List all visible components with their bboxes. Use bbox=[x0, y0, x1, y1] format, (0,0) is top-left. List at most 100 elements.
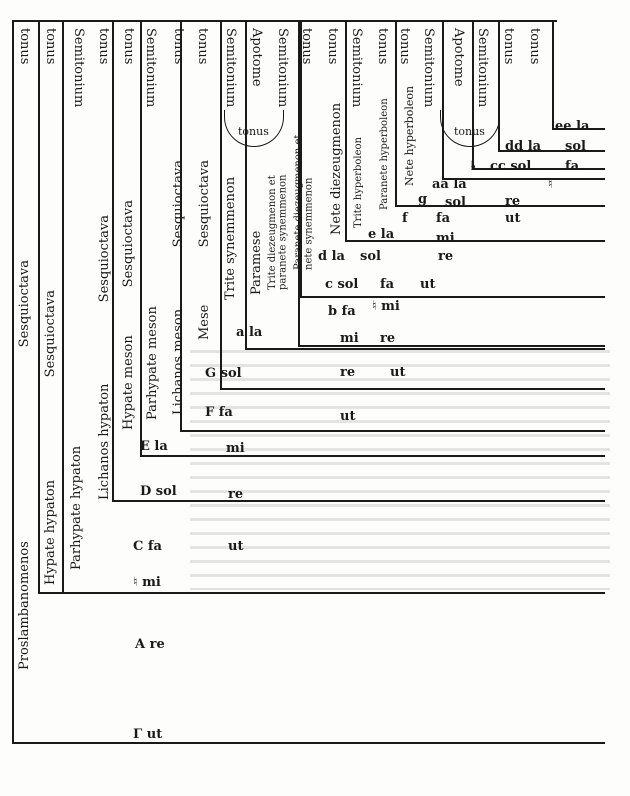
rule-line bbox=[12, 742, 605, 744]
interval-label: Semitonium bbox=[275, 28, 290, 108]
note-syllable: D sol bbox=[140, 484, 177, 499]
note-syllable: ♮ mi bbox=[133, 575, 161, 590]
rule-line bbox=[12, 20, 557, 22]
interval-label: tonus bbox=[397, 28, 412, 65]
rule-line bbox=[552, 20, 554, 128]
rule-line bbox=[552, 128, 605, 130]
note-syllable: e la bbox=[368, 227, 395, 242]
note-syllable: g bbox=[418, 192, 428, 207]
note-syllable: sol bbox=[565, 139, 586, 154]
note-syllable: sol bbox=[360, 249, 381, 264]
note-syllable: mi bbox=[340, 331, 359, 346]
interval-label: tonus bbox=[171, 28, 186, 65]
ratio-label: Sesquioctava bbox=[171, 160, 186, 248]
rule-line bbox=[472, 20, 474, 168]
string-name: Parhypate hypaton bbox=[69, 445, 84, 570]
note-syllable: A re bbox=[135, 637, 165, 652]
interval-label: Semitonium bbox=[475, 28, 490, 108]
rule-line bbox=[498, 20, 500, 150]
interval-label: tonus bbox=[43, 28, 58, 65]
note-syllable: a la bbox=[236, 325, 263, 340]
interval-label: Semitonium bbox=[223, 28, 238, 108]
interval-label: tonus bbox=[17, 28, 32, 65]
interval-label: Semitonium bbox=[143, 28, 158, 108]
rule-line bbox=[472, 168, 605, 170]
interval-label: tonus bbox=[501, 28, 516, 65]
rule-line bbox=[298, 20, 300, 345]
string-name: Trite diezeugmenon et paranete synemmeno… bbox=[267, 174, 289, 290]
rule-line bbox=[300, 296, 605, 298]
rule-line bbox=[442, 178, 605, 180]
note-syllable: re bbox=[438, 249, 454, 264]
note-syllable: d la bbox=[318, 249, 345, 264]
interval-label: Apotome bbox=[451, 28, 466, 87]
string-name: Proslambanomenos bbox=[17, 541, 32, 670]
rule-line bbox=[395, 20, 397, 205]
rule-line bbox=[140, 455, 605, 457]
note-syllable: C fa bbox=[133, 539, 162, 554]
note-syllable: dd la bbox=[505, 139, 542, 154]
string-name: Hypate hypaton bbox=[43, 479, 58, 585]
rule-line bbox=[442, 20, 444, 178]
ratio-label: Sesquioctava bbox=[197, 160, 212, 248]
string-name: Paramese bbox=[249, 230, 264, 295]
rule-line bbox=[300, 20, 302, 296]
rule-line bbox=[62, 20, 64, 592]
note-syllable: sol bbox=[445, 195, 466, 210]
interval-label: tonus bbox=[121, 28, 136, 65]
note-syllable: E la bbox=[140, 439, 168, 454]
rule-line bbox=[180, 20, 182, 430]
note-syllable: fa bbox=[436, 211, 451, 226]
string-name: Nete hyperboleon bbox=[403, 85, 416, 186]
note-syllable: ut bbox=[505, 211, 521, 226]
interval-label: Semitonium bbox=[421, 28, 436, 108]
string-name: Mese bbox=[197, 304, 212, 340]
note-syllable: ut bbox=[420, 277, 436, 292]
string-name: Hypate meson bbox=[121, 335, 136, 430]
interval-label: Apotome bbox=[249, 28, 264, 87]
rule-line bbox=[180, 430, 605, 432]
note-syllable: F fa bbox=[205, 405, 233, 420]
note-syllable: b fa bbox=[328, 304, 356, 319]
interval-label: Semitonium bbox=[71, 28, 86, 108]
note-syllable: ut bbox=[390, 365, 406, 380]
note-syllable: fa bbox=[565, 159, 580, 174]
note-syllable: re bbox=[505, 194, 521, 209]
rule-line bbox=[498, 150, 605, 152]
interval-label: tonus bbox=[96, 28, 111, 65]
interval-label: tonus bbox=[195, 28, 210, 65]
note-syllable: ♮ mi bbox=[372, 299, 400, 314]
note-syllable: cc sol bbox=[490, 159, 532, 174]
rule-line bbox=[112, 20, 114, 500]
note-syllable: c sol bbox=[325, 277, 359, 292]
arc-label: tonus bbox=[454, 125, 485, 138]
ratio-label: Sesquioctava bbox=[97, 215, 112, 303]
interval-label: Semitonium bbox=[349, 28, 364, 108]
note-syllable: ut bbox=[340, 409, 356, 424]
ratio-label: Sesquioctava bbox=[43, 290, 58, 378]
note-syllable: re bbox=[380, 331, 396, 346]
rule-line bbox=[245, 20, 247, 348]
rule-line bbox=[38, 20, 40, 592]
interval-label: tonus bbox=[299, 28, 314, 65]
rule-line bbox=[62, 592, 605, 594]
rule-line bbox=[345, 20, 347, 240]
arc-label: tonus bbox=[238, 125, 269, 138]
interval-label: tonus bbox=[375, 28, 390, 65]
note-syllable: G sol bbox=[205, 366, 242, 381]
rule-line bbox=[345, 240, 605, 242]
note-syllable: ♭ bbox=[470, 159, 477, 174]
note-syllable: ♮ bbox=[548, 177, 553, 192]
note-syllable: ee la bbox=[555, 119, 590, 134]
rule-line bbox=[140, 20, 142, 455]
rule-line bbox=[12, 20, 14, 742]
interval-label: tonus bbox=[325, 28, 340, 65]
string-name: Paranete hyperboleon bbox=[379, 98, 390, 210]
string-name: Lichanos hypaton bbox=[97, 383, 112, 500]
rule-line bbox=[245, 348, 605, 350]
bleed-through-text bbox=[190, 350, 610, 590]
note-syllable: mi bbox=[226, 441, 245, 456]
string-name: Trite synemmenon bbox=[223, 176, 238, 300]
string-name: Parhypate meson bbox=[145, 306, 160, 420]
rule-line bbox=[220, 388, 605, 390]
